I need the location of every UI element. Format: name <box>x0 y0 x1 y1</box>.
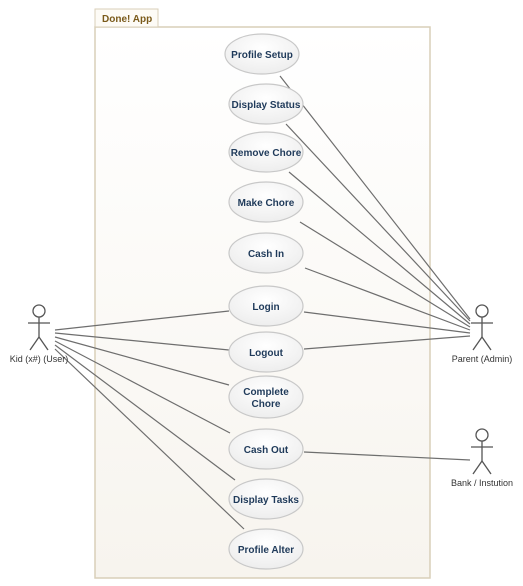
link-kid-login <box>54 310 230 331</box>
link-kid-display-tasks <box>54 344 236 481</box>
use-cases: Profile Setup Display Status Remove Chor… <box>224 33 304 570</box>
link-parent-make-chore <box>299 221 471 328</box>
actor-label: Bank / Instution <box>451 478 513 488</box>
use-case-profile-setup[interactable]: Profile Setup <box>224 33 300 75</box>
use-case-label: Display Status <box>232 100 301 111</box>
use-case-make-chore[interactable]: Make Chore <box>228 181 304 223</box>
system-title: Done! App <box>102 14 152 25</box>
link-parent-logout <box>303 335 471 350</box>
use-case-label: Login <box>252 302 279 313</box>
link-parent-profile-setup <box>279 75 471 320</box>
link-parent-remove-chore <box>288 171 471 325</box>
actor-label: Parent (Admin) <box>452 354 513 364</box>
use-case-display-status[interactable]: Display Status <box>228 83 304 125</box>
link-kid-cash-out <box>54 340 231 434</box>
link-bank-cash-out <box>303 451 471 461</box>
use-case-profile-alter[interactable]: Profile Alter <box>228 528 304 570</box>
use-case-label: Remove Chore <box>231 148 302 159</box>
use-case-login[interactable]: Login <box>228 285 304 327</box>
use-case-label: Cash Out <box>244 445 289 456</box>
link-kid-logout <box>54 332 230 351</box>
use-case-remove-chore[interactable]: Remove Chore <box>228 131 304 173</box>
link-parent-cash-in <box>304 267 471 331</box>
use-case-display-tasks[interactable]: Display Tasks <box>228 478 304 520</box>
use-case-label: Logout <box>249 348 284 359</box>
use-case-label: Cash In <box>248 249 284 260</box>
actor-kid[interactable]: Kid (x#) (User) <box>10 304 69 364</box>
use-case-label: Make Chore <box>238 198 295 209</box>
link-parent-login <box>303 311 471 334</box>
use-case-cash-out[interactable]: Cash Out <box>228 428 304 470</box>
use-case-label: Profile Setup <box>231 50 293 61</box>
link-kid-complete-chore <box>54 336 230 386</box>
use-case-logout[interactable]: Logout <box>228 331 304 373</box>
system-title-tab <box>94 8 159 28</box>
use-case-label-line-2: Chore <box>252 399 281 410</box>
use-case-label-line-1: Complete <box>243 387 289 398</box>
actor-bank[interactable]: Bank / Instution <box>451 428 513 488</box>
use-case-label: Profile Alter <box>238 545 294 556</box>
use-case-complete-chore[interactable]: Complete Chore <box>228 375 304 419</box>
link-kid-profile-alter <box>54 348 245 530</box>
actor-parent[interactable]: Parent (Admin) <box>452 304 513 364</box>
actor-label: Kid (x#) (User) <box>10 354 69 364</box>
link-parent-display-status <box>285 123 471 322</box>
use-case-label: Display Tasks <box>233 495 299 506</box>
associations <box>54 75 471 530</box>
use-case-cash-in[interactable]: Cash In <box>228 232 304 274</box>
